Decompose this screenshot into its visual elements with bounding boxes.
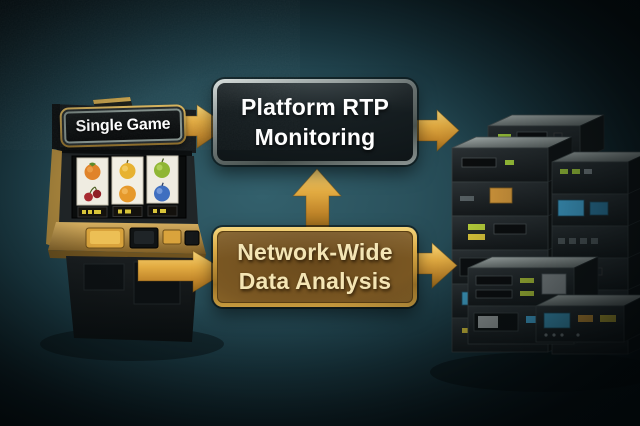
machine-reels — [76, 155, 179, 218]
machine-marquee-left-edge — [52, 104, 60, 149]
platform-box-line1: Platform RTP — [240, 94, 390, 120]
platform-monitoring-box-face: Platform RTP Monitoring — [217, 83, 413, 161]
deck-surface — [48, 222, 206, 254]
deck-big-button-face — [90, 231, 120, 244]
network-box-line2: Data Analysis — [238, 268, 392, 294]
network-analysis-box: Network-Wide Data Analysis — [213, 227, 417, 307]
server-stack-icon — [451, 114, 640, 355]
platform-box-line2: Monitoring — [254, 124, 376, 150]
marquee-frame: Single Game — [61, 106, 185, 146]
reel-credit-displays — [77, 205, 178, 218]
slot-machine-marquee: Single Game — [59, 104, 187, 148]
deck-screen-face — [134, 231, 154, 244]
arrow-network-to-platform — [291, 168, 343, 230]
orange-icon — [119, 185, 136, 203]
cabinet-recess-left — [83, 263, 125, 291]
server-unit — [535, 294, 640, 343]
arrow-network-to-servers — [409, 241, 458, 290]
machine-control-deck — [48, 222, 206, 262]
arrow-platform-to-servers — [409, 108, 460, 153]
network-box-line1: Network-Wide — [237, 239, 393, 265]
marquee-label: Single Game — [63, 108, 183, 144]
deck-dark-button — [184, 230, 200, 246]
platform-monitoring-box: Platform RTP Monitoring — [213, 79, 417, 165]
network-analysis-box-face: Network-Wide Data Analysis — [217, 231, 413, 303]
servers-shadow — [430, 352, 640, 392]
deck-small-button — [162, 229, 182, 245]
